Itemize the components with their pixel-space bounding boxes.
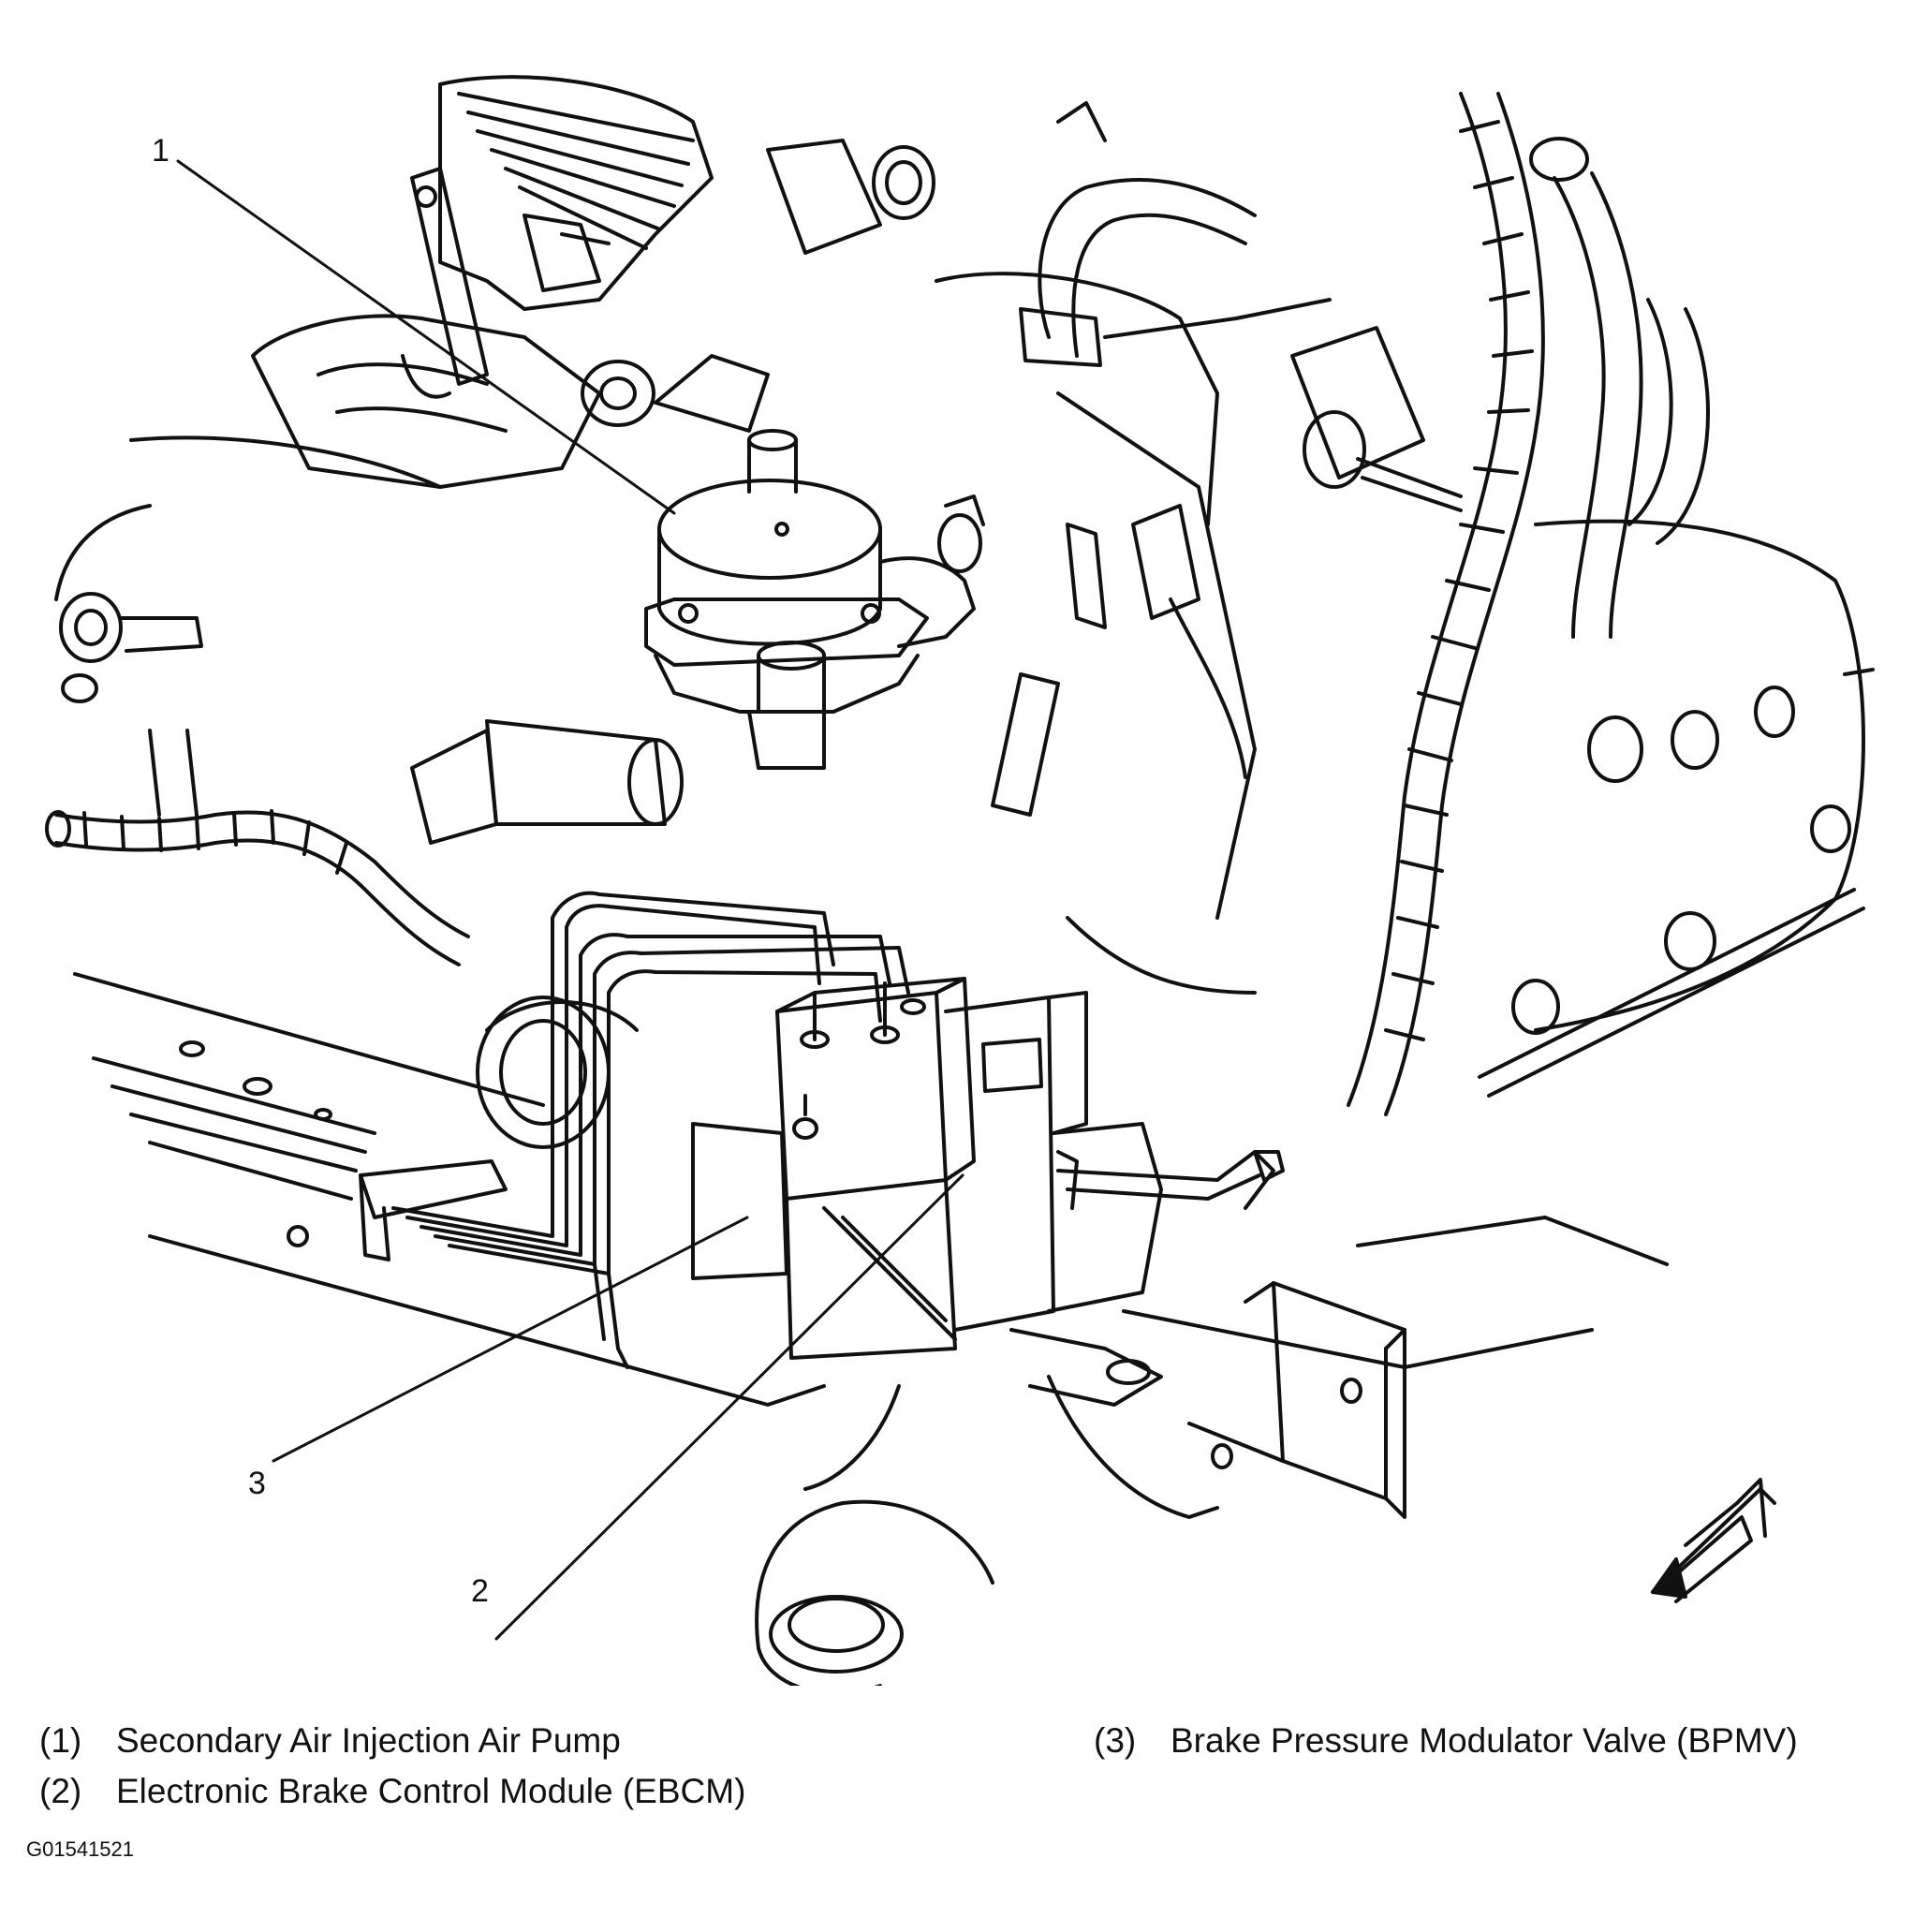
air-hose (766, 101, 1257, 367)
legend-item-3: (3) Brake Pressure Modulator Valve (BPMV) (1094, 1721, 1798, 1761)
legend-number: (1) (39, 1721, 82, 1760)
legend-number: (2) (39, 1772, 82, 1810)
frame-rails (73, 972, 1669, 1407)
engine-compartment-illustration: 1 2 3 (45, 75, 1875, 1686)
transmission-housing (1478, 519, 1875, 1098)
air-pump (644, 429, 985, 770)
crossmember (755, 1281, 1406, 1686)
legend-text: Secondary Air Injection Air Pump (116, 1721, 621, 1760)
legend-text: Brake Pressure Modulator Valve (BPMV) (1170, 1721, 1798, 1760)
wire-harness-right (1347, 92, 1710, 1116)
wire-harness-left (45, 729, 470, 966)
direction-arrow-icon (1651, 1478, 1776, 1603)
engine-block (935, 272, 1463, 995)
legend-number: (3) (1094, 1721, 1137, 1760)
leader-line-2 (494, 1173, 964, 1641)
engine-valve-cover (438, 75, 714, 311)
bpmv-block (691, 977, 976, 1360)
legend-item-1: (1) Secondary Air Injection Air Pump (39, 1721, 621, 1761)
intake-manifold (251, 314, 770, 489)
brake-lines (391, 891, 1285, 1369)
ebcm-module (944, 991, 1163, 1407)
legend-item-2: (2) Electronic Brake Control Module (EBCM… (39, 1772, 745, 1811)
left-frame (54, 435, 442, 703)
leader-lines (176, 159, 964, 1641)
legend-text: Electronic Brake Control Module (EBCM) (116, 1772, 746, 1810)
callout-2: 2 (471, 1573, 489, 1609)
mounting-bracket (401, 167, 489, 399)
callout-3: 3 (248, 1466, 266, 1501)
callout-1: 1 (152, 133, 169, 169)
leader-line-1 (176, 159, 676, 515)
leader-line-3 (272, 1216, 749, 1463)
figure-id: G01541521 (26, 1837, 134, 1861)
starter-motor (410, 719, 684, 1149)
